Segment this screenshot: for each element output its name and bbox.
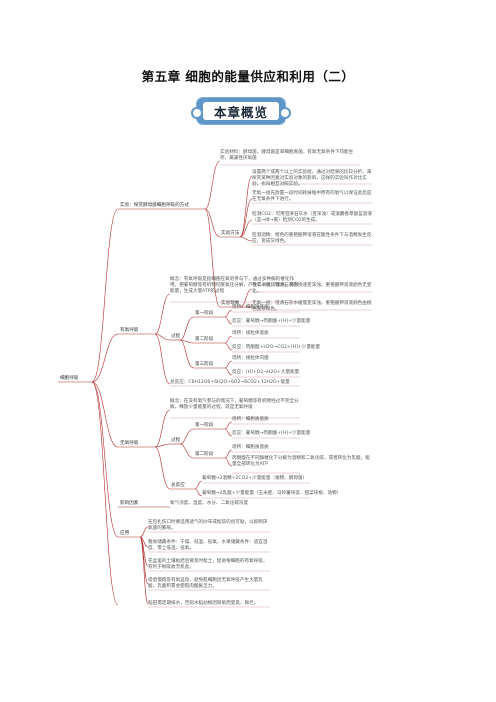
aerobic-stage-2-site: 场所：线粒体基质 xyxy=(232,331,269,336)
exp-method-1: 设置两个或两个以上的实验组，通过对结果的比较分析，来探究某种因素对实验对象的影响… xyxy=(252,170,372,188)
exp-observation: 实验现象 xyxy=(221,301,240,306)
branch-factors: 影响因素 xyxy=(120,501,139,506)
anaerobic-stage-2: 第二阶段 xyxy=(195,452,214,457)
branch-applications: 应用 xyxy=(120,531,130,536)
anaerobic-stage-2-site: 场所：细胞质基质 xyxy=(232,445,269,450)
aerobic-stage-1: 第一阶段 xyxy=(195,311,214,316)
branch-aerobic: 有氧呼吸 xyxy=(120,328,139,333)
application-5: 稻田需定期排水，否则水稻幼根因缺氧而变黑、腐烂。 xyxy=(148,601,259,606)
anaerobic-stage-1-reaction: 反应：葡萄糖→丙酮酸+[H]+少量能量 xyxy=(232,431,311,436)
application-1: 在包扎伤口时要选用透气的纱布或松软的创可贴，以抑制厌氧菌的繁殖。 xyxy=(148,520,268,532)
aerobic-stage-1-site: 场所：细胞质基质 xyxy=(232,305,269,310)
aerobic-stage-2-reaction: 反应：丙酮酸+H2O→CO2+[H]+少量能量 xyxy=(232,345,321,350)
application-2: 粮食储藏条件：干燥、低温、低氧，水果储藏条件：适宜湿度、零上低温、低氧。 xyxy=(148,540,268,552)
aerobic-stage-3: 第三阶段 xyxy=(195,362,214,367)
aerobic-process: 过程 xyxy=(171,334,181,339)
overview-banner: 本章概览 xyxy=(191,98,291,124)
aerobic-stage-3-reaction: 反应：[H]+O2→H2O+大量能量 xyxy=(232,370,300,375)
branch-experiment: 实验：探究酵母菌细胞呼吸的方式 xyxy=(120,203,189,208)
exp-method-3: 检测CO2：可用澄清石灰水（变浑浊）或溴麝香草酚蓝溶液（蓝→绿→黄）检测CO2的… xyxy=(252,212,372,224)
anaerobic-total-lactic: 葡萄糖→2乳酸+少量能量（玉米胚、马铃薯块茎、甜菜块根、动物） xyxy=(202,491,342,496)
exp-materials: 实验材料：酵母菌，酵母菌是单细胞真菌，有氧无氧条件下均能生存，属兼性厌氧菌 xyxy=(220,150,354,162)
aerobic-concept: 概念：有氧呼吸是指细胞在氧的参与下，通过多种酶的催化作用，把葡萄糖等有机物彻底氧… xyxy=(170,277,299,295)
exp-obs-1: 有氧一组：澄清石灰水快速变浑浊，重铬酸钾溶液颜色无变化。 xyxy=(252,283,372,295)
exp-obs-2: 无氧一组：澄清石灰水缓慢变浑浊，重铬酸钾溶液颜色由橙色变灰绿色。 xyxy=(252,301,372,313)
page-title: 第五章 细胞的能量供应和利用（二） xyxy=(141,69,355,84)
anaerobic-process: 过程 xyxy=(171,438,181,443)
anaerobic-stage-1-site: 场所：细胞质基质 xyxy=(232,417,269,422)
aerobic-stage-1-reaction: 反应：葡萄糖→丙酮酸+[H]+少量能量 xyxy=(232,319,311,324)
branch-anaerobic: 无氧呼吸 xyxy=(120,441,139,446)
anaerobic-total: 总反应 xyxy=(171,483,185,488)
exp-method: 实验方法 xyxy=(221,231,240,236)
factors-text: 氧气浓度、温度、水分、二氧化碳浓度 xyxy=(170,501,249,506)
aerobic-stage-2: 第二阶段 xyxy=(195,337,214,342)
anaerobic-stage-2-detail: 丙酮酸在不同酶催化下分解为酒精和二氧化碳，或者转化为乳酸，能量全部转化为ATP xyxy=(232,456,370,468)
aerobic-stage-3-site: 场所：线粒体内膜 xyxy=(232,356,269,361)
aerobic-total: 总反应：C6H12O6+6H2O+6O2→6CO2+12H2O+能量 xyxy=(170,380,290,385)
root-node: 细胞呼吸 xyxy=(60,376,79,381)
exp-method-4: 检测酒精：橙色的重铬酸钾溶液在酸性条件下与酒精发生反应，变成灰绿色。 xyxy=(252,233,372,245)
anaerobic-total-alcohol: 葡萄糖→2酒精+2CO2+少量能量（植物、酵母菌） xyxy=(202,476,308,481)
anaerobic-concept: 概念：在没有氧气参与的情况下，葡萄糖等有机物经过不完全分解，释放少量能量的过程，… xyxy=(170,399,299,411)
exp-method-2: 无氧一组先放置一段时间耗掉瓶中原有的氧气以保证此后是在无氧条件下进行。 xyxy=(252,191,372,203)
anaerobic-stage-1: 第一阶段 xyxy=(195,423,214,428)
banner-title: 本章概览 xyxy=(213,104,268,120)
application-4: 提倡慢跑等有氧运动，避免肌细胞因无氧呼吸产生大量乳酸，乳酸积累会使肌肉酸胀乏力。 xyxy=(148,578,263,590)
application-3: 花盆里的土壤板结后要及时松土，促进根细胞的有氧呼吸，有利于根吸收无机盐。 xyxy=(148,559,268,571)
